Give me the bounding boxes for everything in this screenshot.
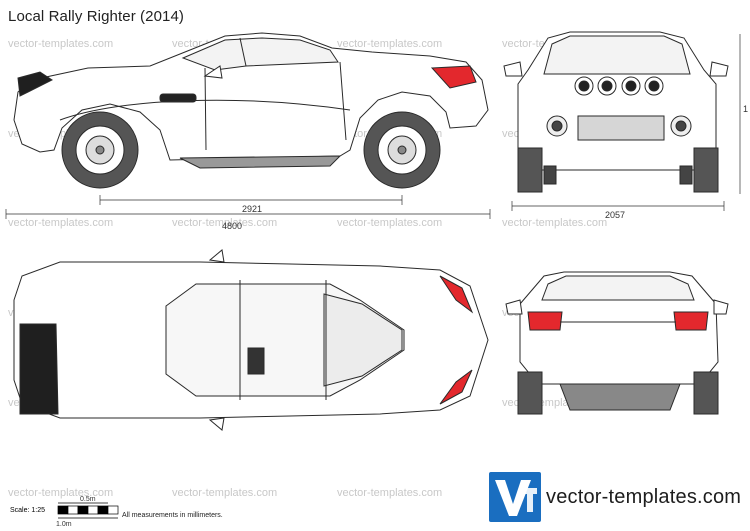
top-view <box>13 249 489 431</box>
width-label: 2057 <box>605 210 625 220</box>
top-taillight-lower <box>439 369 473 405</box>
watermark-text: vector-templates.com <box>337 487 442 499</box>
height-label: 1 <box>743 104 748 114</box>
page-title: Local Rally Righter (2014) <box>8 8 185 25</box>
sunroof <box>247 347 265 375</box>
brand-text[interactable]: vector-templates.com <box>546 486 742 508</box>
scale-bar <box>57 502 119 519</box>
vt-logo-icon <box>489 472 541 522</box>
measurement-note: All measurements in millimeters. <box>122 512 223 519</box>
watermark-text: vector-templates.com <box>337 217 442 229</box>
scale-one-meter: 1.0m <box>56 521 72 528</box>
side-dimensions <box>5 195 491 219</box>
side-view <box>13 32 489 189</box>
watermark-text: vector-templates.com <box>8 487 113 499</box>
top-taillight-upper <box>439 275 474 314</box>
front-mirror-right <box>709 61 729 77</box>
rear-taillight-right <box>673 311 709 331</box>
rear-view <box>505 271 729 415</box>
front-view <box>503 31 729 193</box>
watermark-text: vector-templates.com <box>337 38 442 50</box>
side-window <box>181 37 339 71</box>
rear-wing <box>17 71 53 97</box>
side-headlight <box>430 65 477 89</box>
front-windshield <box>543 35 691 75</box>
side-vent <box>159 93 197 103</box>
front-tire-right <box>693 147 719 193</box>
rally-lights <box>574 76 664 96</box>
scale-half-meter: 0.5m <box>80 496 96 503</box>
length-label: 4800 <box>222 221 242 231</box>
rear-window <box>541 275 695 301</box>
top-rear-wing <box>19 323 59 415</box>
front-grille <box>577 115 665 141</box>
wheelbase-label: 2921 <box>242 204 262 214</box>
watermark-text: vector-templates.com <box>502 217 607 229</box>
scale-label: Scale: 1:25 <box>8 507 48 514</box>
rear-taillight-left <box>527 311 563 331</box>
watermark-text: vector-templates.com <box>8 217 113 229</box>
front-dimensions <box>511 34 741 211</box>
front-tire-left <box>517 147 543 193</box>
side-body <box>13 32 489 161</box>
rear-tire-right <box>693 371 719 415</box>
top-windshield <box>323 293 403 387</box>
watermark-text: vector-templates.com <box>8 38 113 50</box>
watermark-text: vector-templates.com <box>172 487 277 499</box>
side-mirror <box>203 65 223 79</box>
watermark-text: vector-templates.com <box>172 217 277 229</box>
rear-tire-left <box>517 371 543 415</box>
front-mirror-left <box>503 61 523 77</box>
